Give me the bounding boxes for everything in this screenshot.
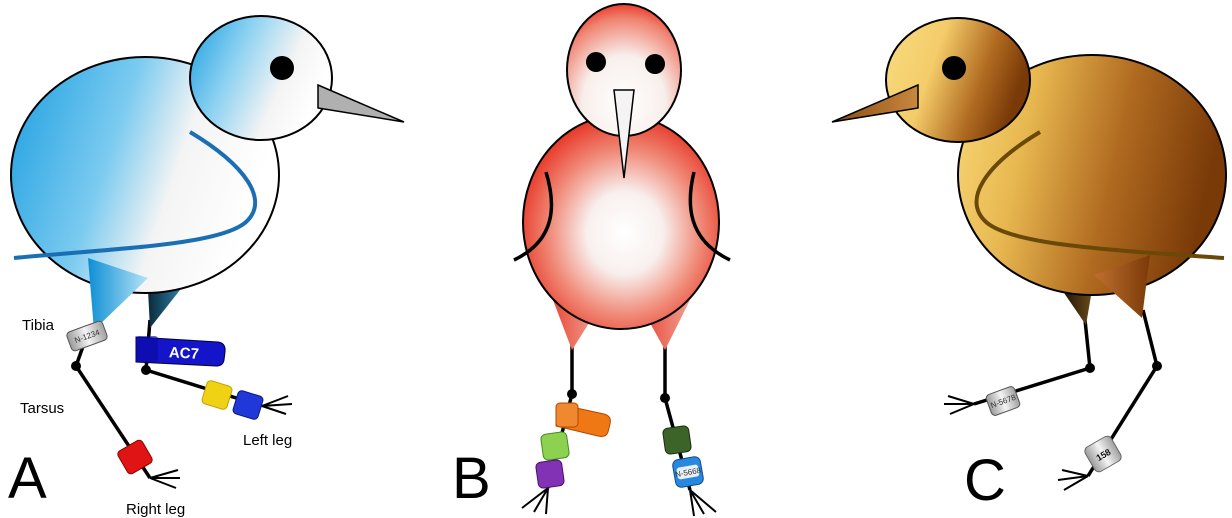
bird-a-yellow-band	[201, 380, 233, 411]
bird-c: N-5678 158 C	[832, 18, 1226, 513]
bird-b-purple-band	[535, 459, 564, 488]
bird-a: N-1234 AC7 Tibia Tarsus Left leg Right l…	[8, 16, 404, 518]
bird-c-tarsus-ring: 158	[1083, 434, 1123, 473]
bird-a-eye	[270, 56, 294, 80]
bird-a-head	[190, 16, 332, 140]
bird-a-red-band	[116, 439, 153, 476]
bird-c-back-leg	[944, 320, 1095, 414]
label-tibia: Tibia	[22, 317, 55, 334]
bird-c-head	[886, 18, 1030, 142]
bird-b-right-eye	[586, 52, 606, 72]
bird-a-flag: AC7	[136, 336, 225, 366]
label-tarsus: Tarsus	[20, 400, 64, 417]
bird-a-back-thigh	[148, 290, 180, 328]
label-right-leg: Right leg	[126, 501, 185, 518]
bird-a-metal-ring: N-1234	[66, 320, 109, 352]
bird-b-metal-ring: N-5668	[672, 456, 704, 488]
bird-c-metal-ring: N-5678	[985, 386, 1021, 417]
bird-a-flag-text: AC7	[168, 344, 199, 363]
panel-letter-c: C	[964, 448, 1006, 513]
bird-b: N-5668 B	[452, 4, 730, 516]
bird-a-beak	[318, 85, 404, 122]
bird-c-eye	[942, 56, 966, 80]
bird-b-left-eye	[645, 54, 665, 74]
label-left-leg: Left leg	[243, 432, 292, 449]
panel-letter-b: B	[452, 446, 491, 511]
bird-b-dark-green-band	[662, 425, 691, 454]
bird-a-blue-band	[232, 390, 264, 421]
bird-b-light-green-band	[540, 431, 569, 460]
panel-letter-a: A	[8, 446, 47, 511]
